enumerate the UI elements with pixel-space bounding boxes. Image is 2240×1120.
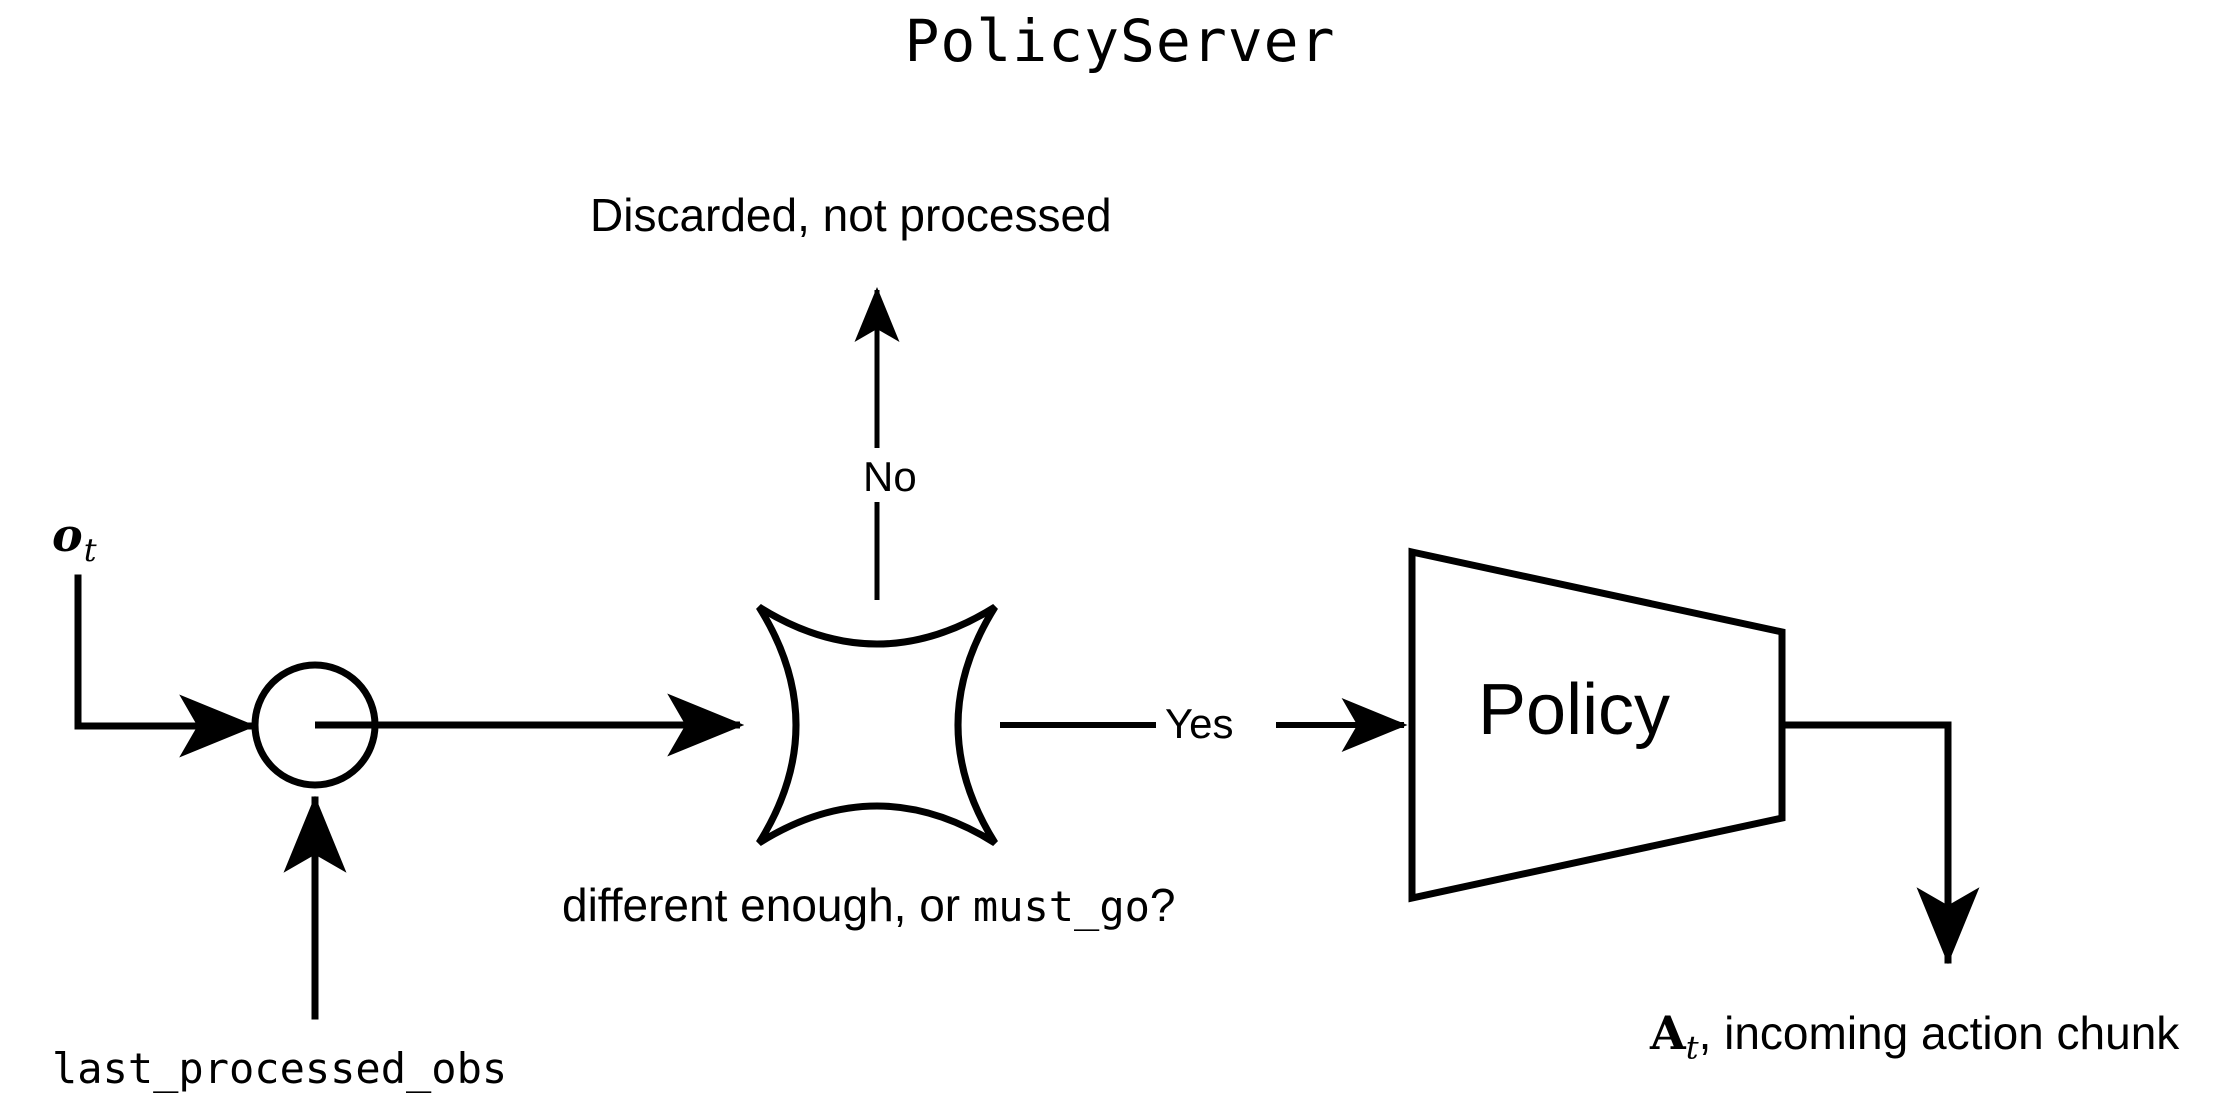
policy-block-shape xyxy=(1408,547,1786,903)
decision-question-code: must_go xyxy=(972,882,1150,931)
last-processed-obs-label: last_processed_obs xyxy=(52,1044,508,1093)
action-chunk-text: , incoming action chunk xyxy=(1698,1007,2180,1059)
policy-block-label: Policy xyxy=(1478,670,1671,750)
action-chunk-symbol: A xyxy=(1650,1006,1686,1060)
observation-symbol-label: ot xyxy=(52,512,97,566)
observation-symbol: o xyxy=(52,508,83,562)
decision-question-suffix: ? xyxy=(1149,879,1176,931)
action-chunk-subscript: t xyxy=(1685,1028,1699,1067)
edge-label-no: No xyxy=(857,452,923,502)
discarded-label: Discarded, not processed xyxy=(590,189,1112,241)
decision-question-label: different enough, or must_go? xyxy=(562,882,1176,928)
edge-label-yes: Yes xyxy=(1158,700,1241,748)
decision-question-prefix: different enough, or xyxy=(562,879,973,931)
page-title: PolicyServer xyxy=(904,7,1336,75)
observation-subscript: t xyxy=(83,530,97,569)
edge-policy-to-action-chunk xyxy=(1778,721,1980,965)
edge-observation-to-junction xyxy=(74,574,257,758)
decision-node-shape xyxy=(756,604,998,846)
action-chunk-label: At, incoming action chunk xyxy=(1650,1010,2179,1064)
